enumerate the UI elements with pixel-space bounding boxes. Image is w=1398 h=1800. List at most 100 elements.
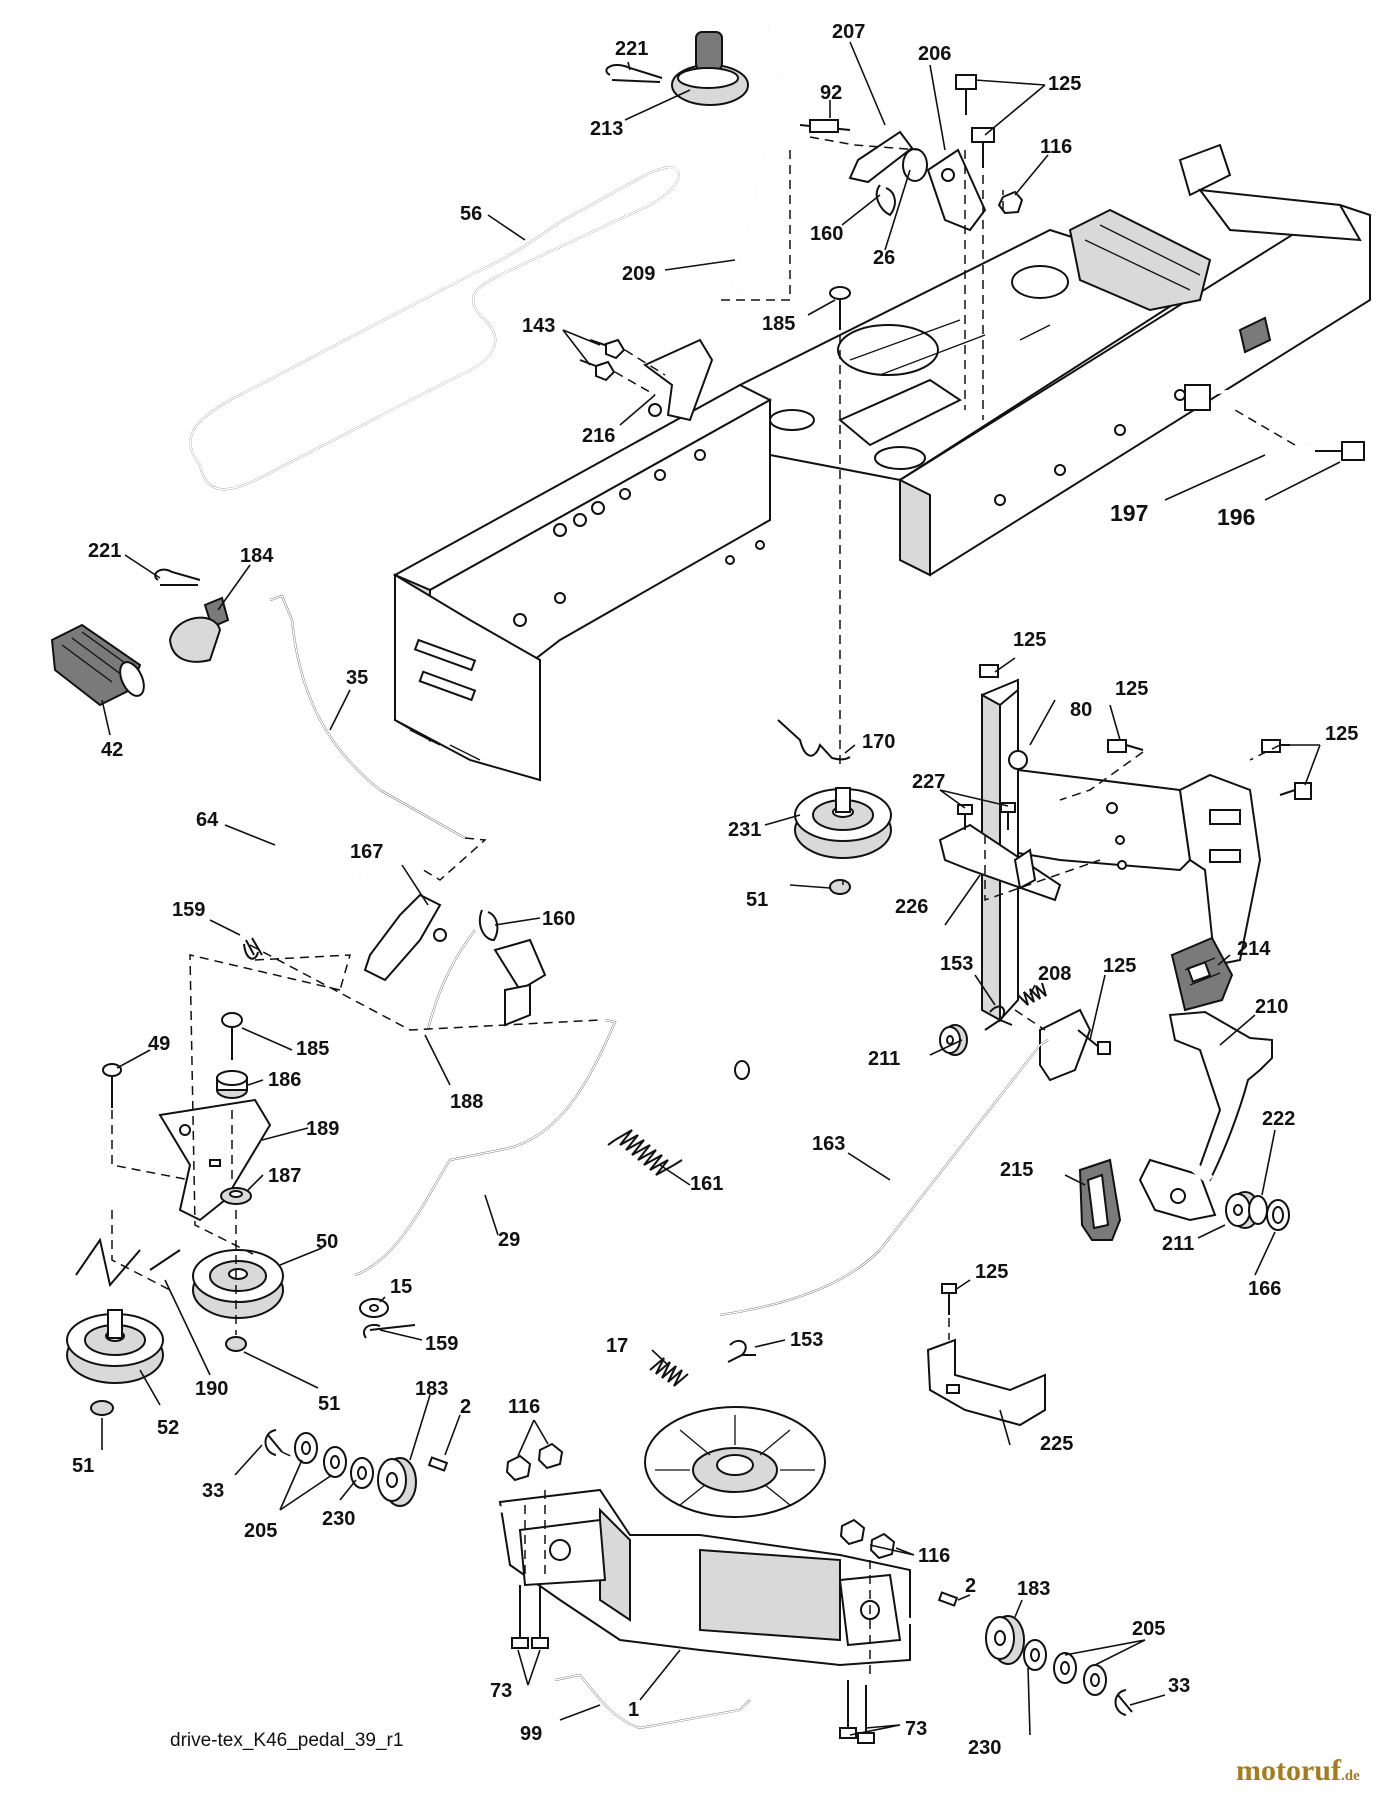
label-33-left: 33 (202, 1480, 224, 1502)
label-214: 214 (1237, 938, 1271, 960)
label-186: 186 (268, 1069, 301, 1091)
pivot-plate-189 (158, 1098, 272, 1222)
label-211-left: 211 (868, 1048, 900, 1070)
label-35: 35 (346, 667, 368, 689)
watermark-tld: .de (1340, 1768, 1360, 1784)
bolt-125-225 (941, 1283, 957, 1315)
arm-167 (363, 893, 447, 982)
label-222: 222 (1262, 1108, 1295, 1130)
label-51-center: 51 (746, 889, 768, 911)
spring-208 (1017, 982, 1047, 1006)
label-49: 49 (148, 1033, 170, 1055)
hairpin-221-top (605, 64, 663, 83)
bolt-196 (1315, 441, 1365, 461)
label-189: 189 (306, 1118, 339, 1140)
label-73-left: 73 (490, 1680, 512, 1702)
rod-197 (1184, 384, 1313, 447)
lever-64 (148, 674, 382, 886)
watermark-logo: motoruf.de (1236, 1754, 1360, 1788)
label-160-top: 160 (810, 223, 843, 245)
label-52: 52 (157, 1417, 179, 1439)
key-2-right (937, 1591, 959, 1607)
label-208: 208 (1038, 963, 1071, 985)
bolt-49 (102, 1063, 122, 1108)
grip-42 (50, 623, 145, 707)
label-42: 42 (101, 739, 123, 761)
bracket-225 (926, 1338, 1046, 1427)
key-2-left (427, 1456, 449, 1472)
pedal-shaft (1039, 1008, 1214, 1184)
label-2-left: 2 (460, 1396, 471, 1418)
clip-153-top (984, 1005, 1013, 1031)
washers-205-right (1053, 1652, 1107, 1696)
nut-51-left (90, 1400, 114, 1416)
drive-belt-56 (189, 166, 680, 491)
washer-230-right (1023, 1639, 1047, 1671)
clip-153-bottom (727, 1339, 756, 1363)
label-187: 187 (268, 1165, 301, 1187)
bushing-186 (216, 1070, 248, 1099)
transaxle-1 (419, 1406, 986, 1667)
spring-161 (607, 1129, 683, 1176)
label-51-left: 51 (72, 1455, 94, 1477)
label-215: 215 (1000, 1159, 1033, 1181)
lift-bracket-207 (799, 119, 914, 184)
label-166: 166 (1248, 1278, 1281, 1300)
pedal-pad-214 (1170, 936, 1234, 1012)
label-185-top: 185 (762, 313, 795, 335)
pedal-plate (493, 938, 547, 992)
label-116-top: 116 (1040, 136, 1072, 158)
label-231: 231 (728, 819, 761, 841)
screws-227 (957, 802, 1016, 830)
chassis-frame (392, 143, 1371, 782)
bolt-185-top (829, 286, 851, 330)
label-163: 163 (812, 1133, 845, 1155)
label-26: 26 (873, 247, 895, 269)
label-116-left: 116 (508, 1396, 540, 1418)
washer-222 (1248, 1195, 1268, 1225)
bolts-125-right (979, 664, 1312, 800)
label-160-mid: 160 (542, 908, 575, 930)
nuts-116 (505, 1442, 896, 1560)
label-205-left: 205 (244, 1520, 277, 1542)
label-29: 29 (498, 1229, 520, 1251)
label-183-left: 183 (415, 1378, 448, 1400)
label-209: 209 (622, 263, 655, 285)
label-226: 226 (895, 896, 928, 918)
drawing-code: drive-tex_K46_pedal_39_r1 (170, 1730, 404, 1751)
rod-163 (719, 1039, 1049, 1316)
label-183-right: 183 (1017, 1578, 1050, 1600)
label-190: 190 (195, 1378, 228, 1400)
label-125-bracket-left: 125 (1013, 629, 1046, 651)
label-197: 197 (1110, 500, 1148, 526)
pedal-arm-210 (1138, 1010, 1273, 1222)
label-207: 207 (832, 21, 865, 43)
pulley-231 (794, 787, 892, 859)
label-205-right: 205 (1132, 1618, 1165, 1640)
label-73-right: 73 (905, 1718, 927, 1740)
clip-160-mid (478, 909, 499, 942)
label-196: 196 (1217, 504, 1255, 530)
washer-166 (1266, 1199, 1290, 1231)
spring-170 (777, 719, 851, 761)
lift-lever-209 (728, 19, 778, 302)
label-125-bottom: 125 (975, 1261, 1008, 1283)
label-125-bracket-mid: 125 (1115, 678, 1148, 700)
spring-190 (75, 1237, 181, 1288)
bracket-linkage (504, 983, 531, 1027)
leader-lines (101, 41, 1341, 1736)
label-56: 56 (460, 203, 482, 225)
label-185-left: 185 (296, 1038, 329, 1060)
bracket-226 (938, 823, 1062, 902)
bushing-183-right (985, 1615, 1025, 1665)
label-153-top: 153 (940, 953, 973, 975)
bracket-80 (980, 678, 1262, 1023)
label-64: 64 (196, 809, 219, 831)
label-125-pedal: 125 (1103, 955, 1136, 977)
pad-215 (1078, 1158, 1122, 1241)
retaining-ring-33-right (1114, 1689, 1133, 1716)
label-33-right: 33 (1168, 1675, 1190, 1697)
label-206: 206 (918, 43, 951, 65)
label-99: 99 (520, 1723, 542, 1745)
